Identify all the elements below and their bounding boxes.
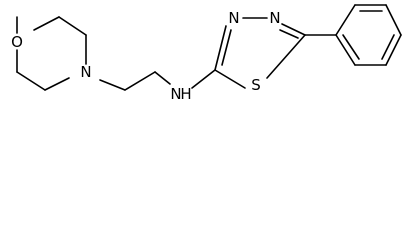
bond: [385, 34, 402, 66]
atom-label-morpholine-nitrogen: N: [80, 63, 91, 81]
bond: [99, 79, 126, 91]
morpholine-ring: [16, 16, 87, 91]
phenyl-ring: [335, 4, 402, 66]
bond: [335, 34, 356, 66]
bond: [44, 77, 70, 91]
bond: [58, 16, 87, 36]
bond: [342, 34, 360, 60]
thiadiazole-ring: [214, 17, 306, 89]
bond: [335, 4, 356, 36]
atom-label-amine-nitrogen: N: [170, 85, 181, 103]
ethyl-linker: [99, 71, 171, 91]
bond: [221, 29, 232, 66]
bond: [124, 71, 156, 91]
bond: [214, 25, 227, 71]
atom-label-amine-hydrogen: H: [180, 85, 191, 103]
bond: [33, 16, 60, 31]
atom-label-sulfur: S: [251, 76, 261, 94]
bond: [381, 34, 395, 60]
atom-label-oxygen: O: [11, 33, 23, 51]
bond: [279, 29, 299, 39]
bond: [214, 69, 246, 89]
bond: [154, 71, 171, 85]
atom-label-thiadiazole-n3: N: [228, 9, 239, 27]
structure-canvas: O N N H N N S: [0, 0, 403, 103]
bond: [191, 69, 216, 89]
molecule-structure: O N N H N N S: [11, 4, 402, 103]
bond: [281, 23, 306, 36]
atom-label-thiadiazole-n4: N: [269, 9, 280, 27]
bond: [385, 4, 402, 36]
bond: [266, 34, 306, 79]
bond: [16, 71, 46, 91]
